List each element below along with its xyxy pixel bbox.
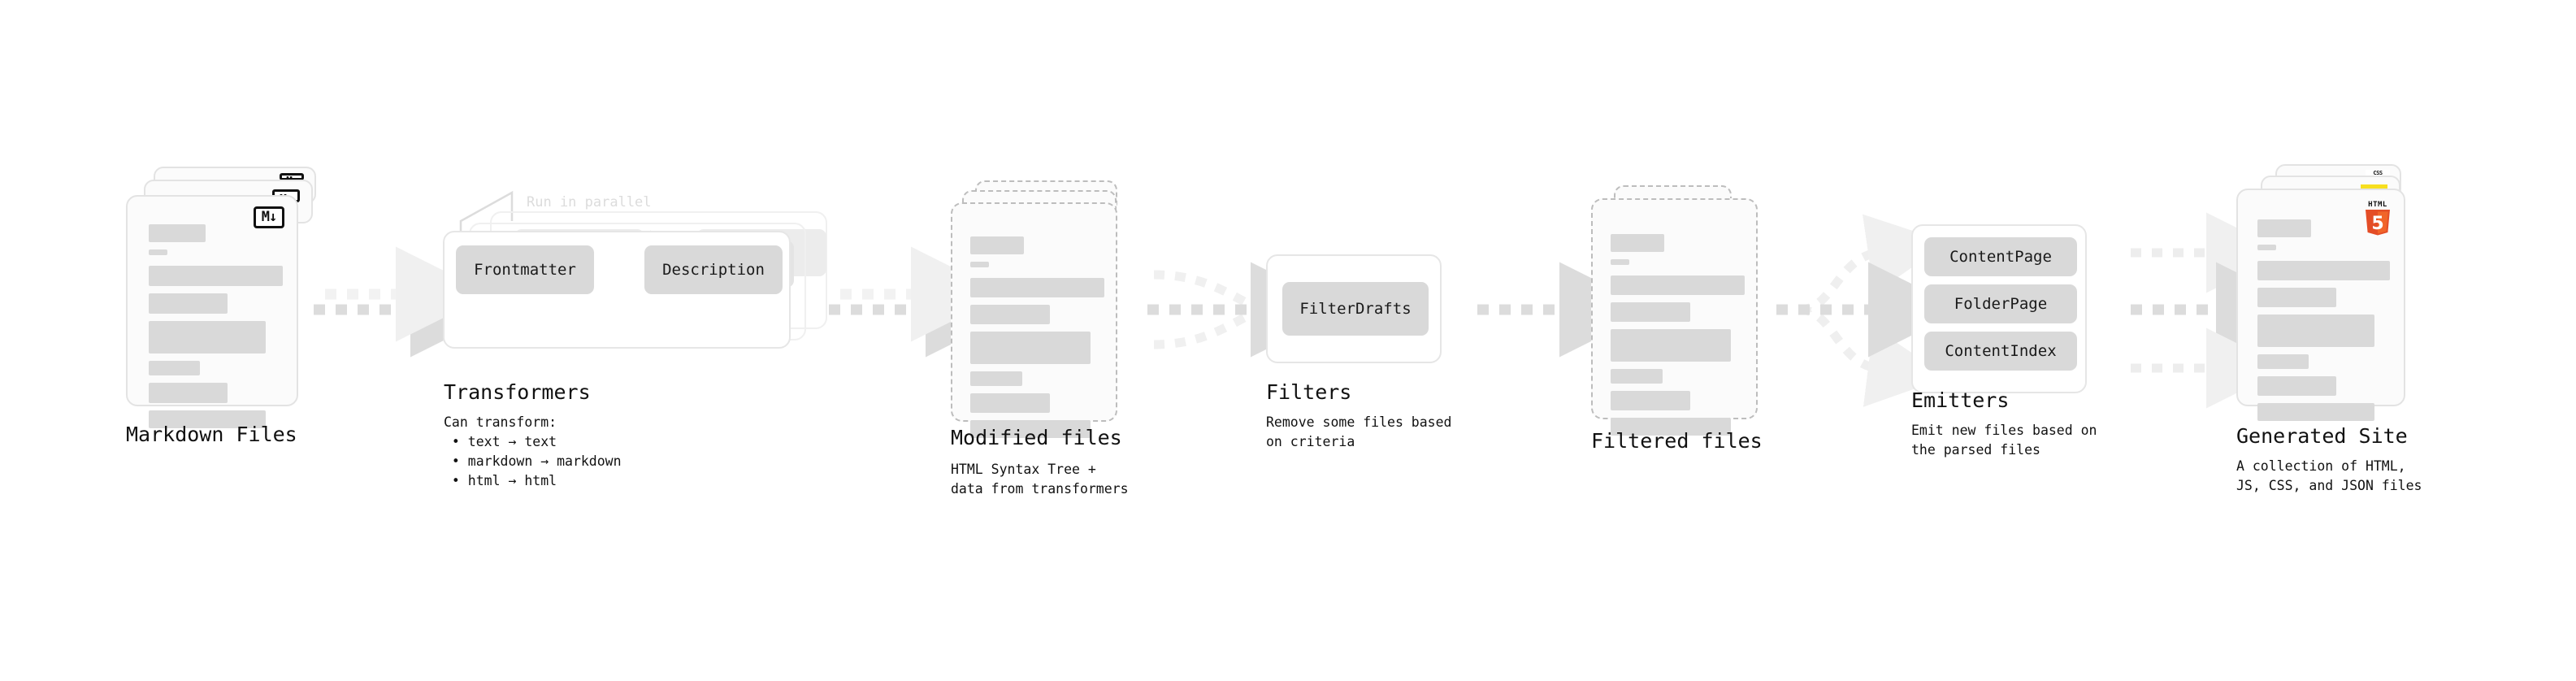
generated-site-title: Generated Site — [2236, 424, 2408, 448]
transformers-pill-frontmatter[interactable]: Frontmatter — [456, 245, 594, 294]
stage-filtered-files — [1591, 185, 1778, 436]
skeleton-line — [1611, 302, 1690, 322]
markdown-skeleton-lines — [149, 224, 283, 436]
skeleton-line — [970, 393, 1050, 413]
site-doc-stack: CSS HTML 5 — [2236, 164, 2439, 421]
modified-skeleton-lines — [970, 236, 1104, 445]
skeleton-line — [149, 293, 228, 314]
filtered-doc-stack — [1591, 185, 1778, 436]
svg-text:5: 5 — [2371, 214, 2383, 234]
filters-pill-filterdrafts[interactable]: FilterDrafts — [1282, 282, 1429, 336]
stage-transformers: Frontmatter Description — [443, 190, 833, 358]
arrow-emitters-to-site — [2131, 212, 2311, 409]
filtered-skeleton-lines — [1611, 234, 1745, 443]
filters-subtitle: Remove some files based on criteria — [1266, 414, 1452, 449]
skeleton-line — [1611, 329, 1731, 362]
skeleton-line — [1611, 391, 1690, 410]
skeleton-line — [149, 266, 283, 286]
skeleton-line — [2257, 245, 2276, 250]
stage-emitters: ContentPage FolderPage ContentIndex — [1911, 224, 2087, 393]
skeleton-line — [2257, 354, 2309, 369]
stage-filters: FilterDrafts — [1266, 254, 1442, 363]
arrow-filtered-to-emitters — [1776, 214, 1963, 407]
stage-markdown-files: M↓ M↓ M↓ — [126, 167, 321, 428]
site-card-front: HTML 5 — [2236, 189, 2405, 421]
skeleton-line — [149, 321, 266, 354]
emitters-subtitle: Emit new files based on the parsed files — [1911, 423, 2097, 458]
filters-box: FilterDrafts — [1266, 254, 1442, 363]
filtered-card-front — [1591, 198, 1758, 436]
skeleton-line — [970, 305, 1050, 324]
skeleton-line — [1611, 369, 1663, 384]
modified-doc-stack — [951, 180, 1138, 438]
site-skeleton-lines — [2257, 219, 2390, 428]
skeleton-line — [149, 224, 206, 242]
skeleton-line — [2257, 261, 2390, 280]
skeleton-line — [970, 371, 1022, 386]
svg-text:HTML: HTML — [2368, 201, 2387, 209]
transformers-pill-description[interactable]: Description — [644, 245, 783, 294]
skeleton-line — [2257, 219, 2311, 237]
skeleton-line — [2257, 403, 2374, 421]
emitters-title: Emitters — [1911, 388, 2010, 412]
markdown-card-front: M↓ — [126, 195, 298, 428]
emitters-pill-folderpage[interactable]: FolderPage — [1924, 284, 2077, 323]
skeleton-line — [1611, 234, 1664, 252]
stage-modified-files — [951, 180, 1138, 438]
skeleton-line — [149, 249, 167, 255]
generated-site-subtitle: A collection of HTML, JS, CSS, and JSON … — [2236, 458, 2422, 493]
filtered-files-title: Filtered files — [1591, 429, 1763, 453]
markdown-files-title: Markdown Files — [126, 423, 297, 446]
markdown-badge: M↓ — [254, 206, 284, 228]
arrow-modified-to-filters — [1147, 262, 1346, 358]
transformers-subtitle: Can transform: • text → text • markdown … — [444, 414, 622, 488]
skeleton-line — [970, 278, 1104, 297]
skeleton-line — [970, 236, 1024, 254]
emitters-pill-contentindex[interactable]: ContentIndex — [1924, 332, 2077, 371]
modified-card-front — [951, 202, 1117, 438]
skeleton-line — [149, 361, 200, 375]
skeleton-line — [970, 262, 989, 267]
skeleton-line — [149, 410, 266, 428]
skeleton-line — [2257, 314, 2374, 347]
modified-files-subtitle: HTML Syntax Tree + data from transformer… — [951, 462, 1129, 497]
markdown-badge-small-2: M↓ — [280, 173, 304, 180]
arrow-markdown-to-transformers — [314, 246, 505, 358]
skeleton-line — [2257, 376, 2336, 396]
skeleton-line — [970, 420, 1091, 438]
emitters-box: ContentPage FolderPage ContentIndex — [1911, 224, 2087, 393]
emitters-pill-contentpage[interactable]: ContentPage — [1924, 237, 2077, 276]
skeleton-line — [970, 332, 1091, 364]
transformers-title: Transformers — [444, 380, 591, 404]
skeleton-line — [1611, 259, 1629, 265]
skeleton-line — [1611, 418, 1731, 436]
markdown-doc-stack: M↓ M↓ M↓ — [126, 167, 321, 428]
skeleton-line — [149, 383, 228, 403]
stage-generated-site: CSS HTML 5 — [2236, 164, 2439, 421]
run-in-parallel-label: Run in parallel — [527, 194, 652, 210]
filters-title: Filters — [1266, 380, 1352, 404]
skeleton-line — [1611, 275, 1745, 295]
modified-files-title: Modified files — [951, 426, 1122, 449]
skeleton-line — [2257, 288, 2336, 307]
transformers-stack: Frontmatter Description — [443, 190, 833, 358]
arrow-transformers-to-modified — [829, 246, 1021, 358]
html5-icon: HTML 5 — [2366, 201, 2390, 236]
